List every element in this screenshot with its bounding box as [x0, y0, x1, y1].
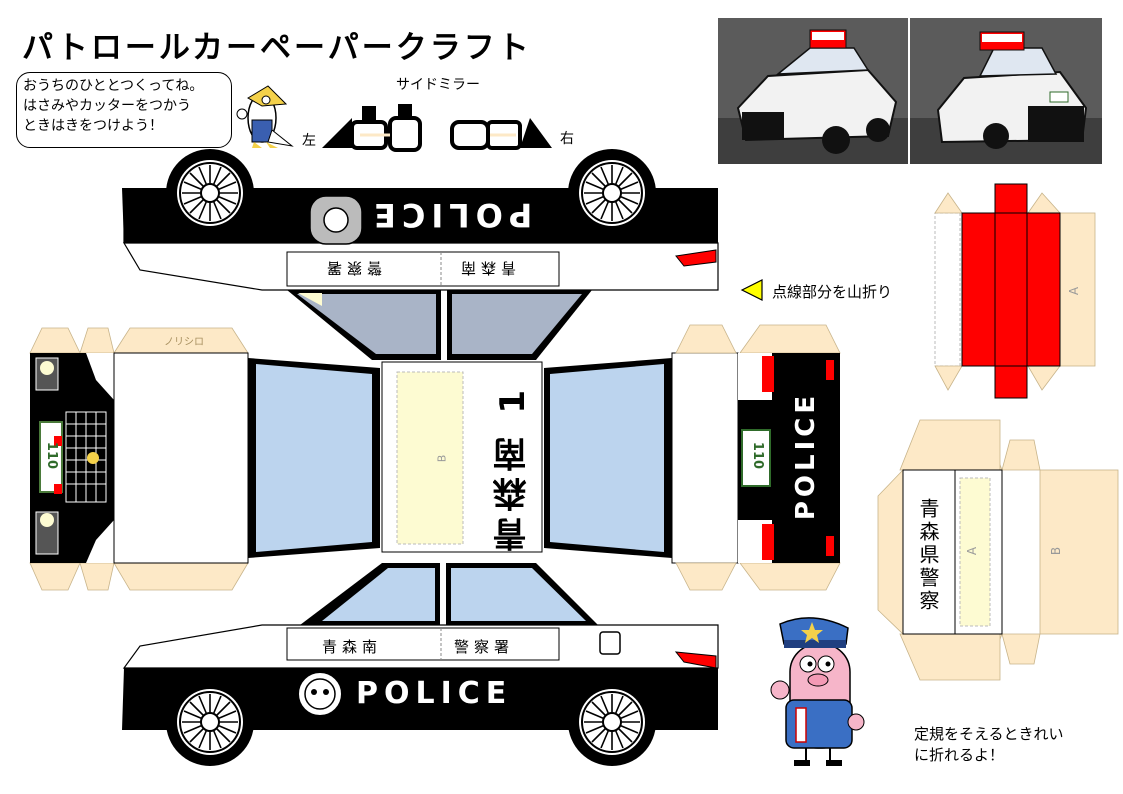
front-plate-number: 110 [44, 441, 60, 470]
roof-number-text: 青森南 1 [493, 384, 533, 552]
light-bar-net [934, 183, 1096, 399]
intro-line-1: おうちのひととつくってね。 [23, 78, 204, 94]
mirror-left-label: 左 [302, 133, 316, 149]
mirror-right-label: 右 [560, 131, 574, 147]
upper-station-left: 青森南 [456, 259, 517, 277]
light-tab-a-label: A [1067, 286, 1082, 296]
photo-rear-view [910, 18, 1102, 164]
fold-marker-icon [740, 279, 763, 301]
sign-box-text: 青森県警察 [916, 498, 940, 613]
upper-side-panel [122, 148, 719, 360]
tips-text: 定規をそえるときれい に折れるよ！ [914, 724, 1064, 766]
sign-tab-b-label: B [1049, 546, 1064, 556]
sign-box-net [877, 419, 1119, 681]
upper-station-right: 警察署 [322, 259, 383, 277]
side-mirror-label: サイドミラー [396, 77, 480, 93]
roof-tab-b-label: B [435, 454, 449, 463]
lower-side-panel [122, 563, 719, 767]
upper-police-text: POLICE [368, 196, 533, 234]
tips-line-1: 定規をそえるときれい [914, 725, 1064, 743]
center-body-strip [29, 324, 841, 591]
tips-line-2: に折れるよ！ [914, 746, 1005, 764]
lower-police-text: POLICE [356, 676, 513, 711]
intro-line-3: ときはきをつけよう！ [23, 118, 163, 134]
rear-plate-number: 110 [750, 441, 766, 470]
rear-police-text: POLICE [791, 391, 822, 521]
intro-line-2: はさみやカッターをつかう [23, 98, 191, 114]
intro-speech-bubble: おうちのひととつくってね。 はさみやカッターをつかう ときはきをつけよう！ [16, 72, 232, 148]
officer-mascot [770, 617, 865, 766]
photo-front-view [718, 18, 908, 164]
fold-instruction: 点線部分を山折り [772, 283, 893, 301]
bird-mascot [236, 85, 294, 148]
side-mirror-parts [322, 104, 552, 152]
lower-station-left: 青森南 [322, 638, 383, 656]
sign-tab-a-label: A [965, 546, 980, 556]
glue-tab-label: ノリシロ [164, 337, 204, 348]
lower-station-right: 警察署 [454, 638, 515, 656]
page-title: パトロールカーペーパークラフト [22, 30, 532, 66]
